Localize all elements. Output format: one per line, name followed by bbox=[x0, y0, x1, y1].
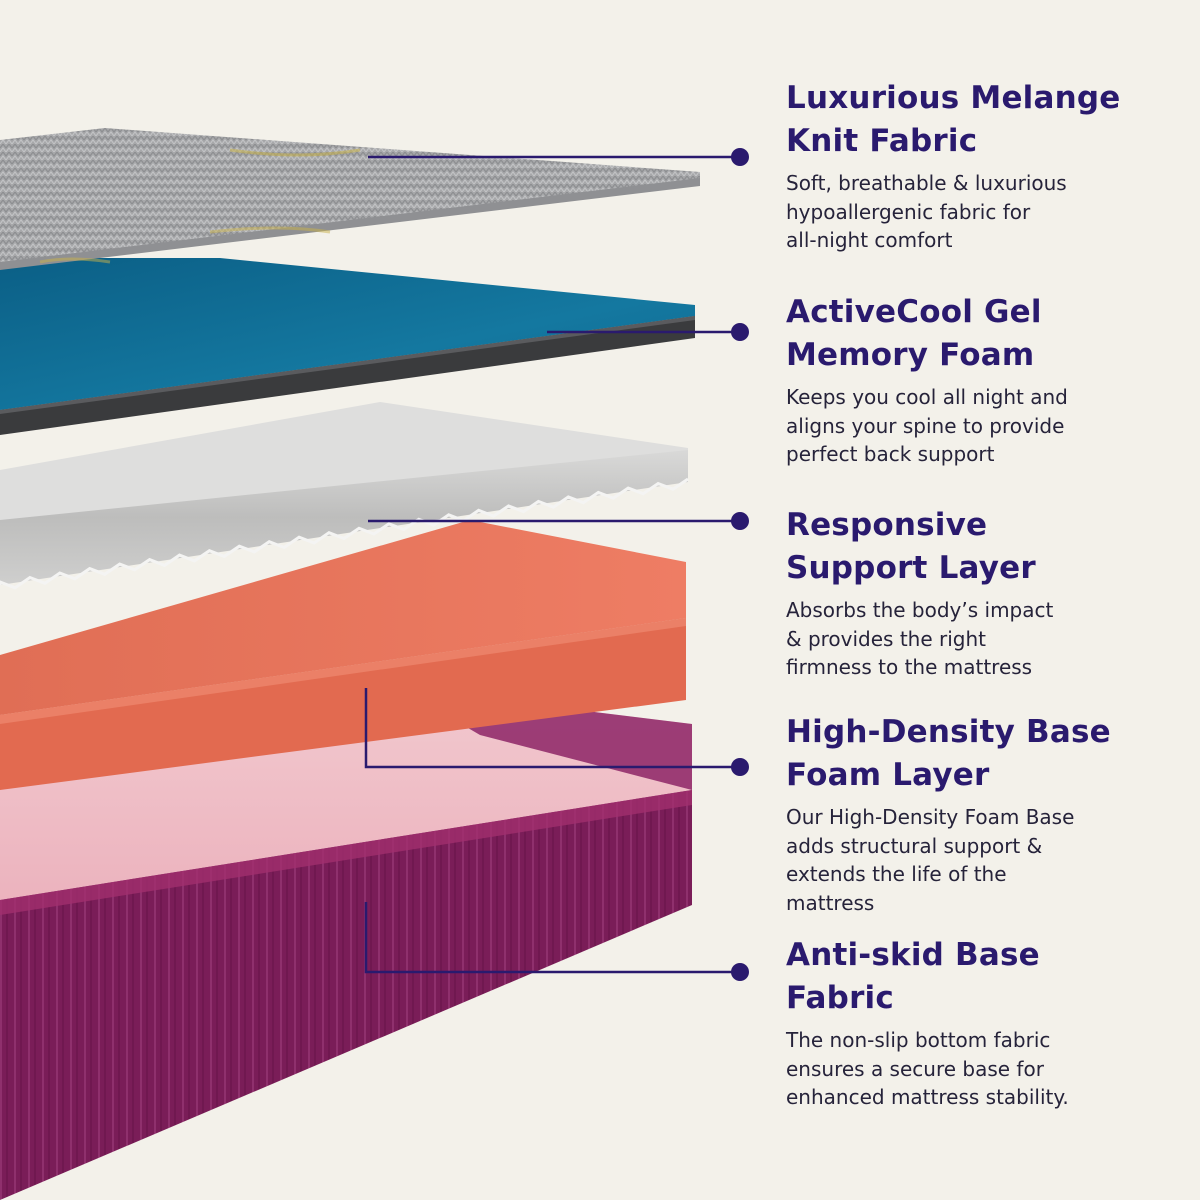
callout-dot-base-fabric bbox=[731, 963, 749, 981]
gel-foam-layer-shape bbox=[0, 258, 695, 435]
callout-dot-support-layer bbox=[731, 512, 749, 530]
knit-fabric-layer-shape bbox=[0, 128, 700, 270]
callout-dot-base-foam bbox=[731, 758, 749, 776]
layer-description: Absorbs the body’s impact& provides the … bbox=[786, 598, 1054, 679]
callout-dot-knit-fabric bbox=[731, 148, 749, 166]
base-foam-layer-shape bbox=[0, 520, 686, 790]
callout-line-base-fabric bbox=[364, 902, 740, 974]
callout-line-base-foam bbox=[364, 688, 740, 769]
callout-dot-gel-foam bbox=[731, 323, 749, 341]
support-layer-shape bbox=[0, 402, 689, 590]
